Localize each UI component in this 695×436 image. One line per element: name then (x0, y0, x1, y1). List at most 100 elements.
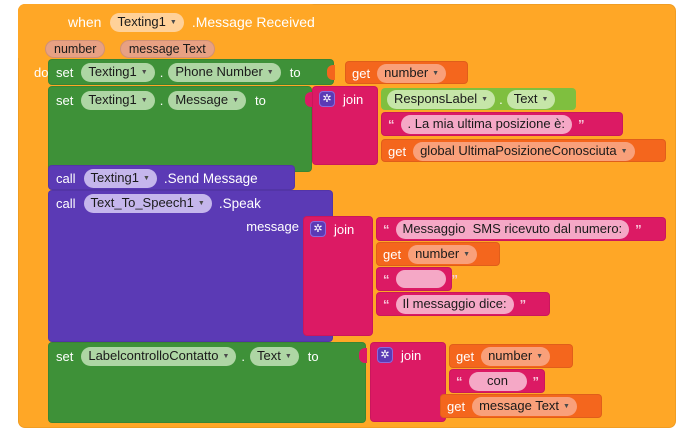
join-block-speak[interactable]: ✲ join (303, 216, 373, 336)
setter-property-name: Text (257, 348, 281, 363)
dot-separator: . (159, 92, 164, 108)
quote-close-icon: ” (451, 271, 459, 287)
mutator-gear-icon[interactable]: ✲ (377, 347, 393, 363)
setter-block-labelcontrollocontatto-text[interactable]: set LabelcontrolloContatto ▼ . Text ▼ to (48, 342, 367, 423)
setter-component-name: LabelcontrolloContatto (88, 348, 219, 363)
text-value-field[interactable]: con (468, 372, 527, 391)
setter-property-dropdown[interactable]: Phone Number ▼ (168, 63, 281, 82)
dot-separator: . (159, 64, 164, 80)
chevron-down-icon: ▼ (232, 97, 240, 105)
call-arg-label-message: message (246, 219, 299, 234)
setter-block-phone-number[interactable]: set Texting1 ▼ . Phone Number ▼ to (48, 59, 335, 85)
value-socket (327, 65, 335, 80)
call-component-name: Text_To_Speech1 (90, 195, 194, 210)
setter-block-message[interactable]: set Texting1 ▼ . Message ▼ to (48, 86, 313, 172)
quote-close-icon: ” (532, 373, 540, 389)
get-variable-name: global UltimaPosizioneConosciuta (420, 143, 617, 158)
text-block-messaggio-sms[interactable]: “ Messaggio SMS ricevuto dal numero: ” (376, 217, 666, 241)
set-keyword: set (56, 92, 74, 108)
mutator-gear-icon[interactable]: ✲ (319, 91, 335, 107)
variable-get-number-3[interactable]: get number ▼ (449, 344, 573, 368)
setter-property-name: Message (175, 92, 229, 107)
when-keyword: when (68, 14, 102, 31)
dot-separator: . (241, 348, 245, 364)
text-block-il-messaggio-dice[interactable]: “ Il messaggio dice: ” (376, 292, 550, 316)
quote-close-icon: ” (519, 296, 527, 312)
quote-open-icon: “ (383, 296, 390, 312)
text-block-posizione[interactable]: “ . La mia ultima posizione è: ” (381, 112, 623, 136)
text-block-con[interactable]: “ con ” (449, 369, 545, 393)
quote-open-icon: “ (388, 116, 395, 132)
dot-separator: . (499, 91, 503, 107)
chevron-down-icon: ▼ (536, 353, 544, 361)
chevron-down-icon: ▼ (142, 175, 150, 183)
component-getter-responslabel-text[interactable]: ResponsLabel ▼ . Text ▼ (381, 88, 576, 110)
get-variable-dropdown[interactable]: number ▼ (377, 64, 447, 83)
quote-close-icon: ” (635, 221, 642, 237)
chevron-down-icon: ▼ (169, 19, 177, 27)
get-variable-dropdown[interactable]: message Text ▼ (472, 397, 577, 416)
chevron-down-icon: ▼ (463, 251, 471, 259)
setter-property-name: Phone Number (175, 64, 263, 79)
join-label: join (401, 347, 422, 363)
event-component-dropdown[interactable]: Texting1 ▼ (110, 13, 184, 32)
event-name-label: .Message Received (191, 14, 315, 31)
event-param-number[interactable]: number (45, 40, 106, 58)
call-keyword: call (56, 195, 76, 211)
setter-component-dropdown[interactable]: Texting1 ▼ (81, 63, 155, 82)
get-variable-name: number (415, 246, 460, 261)
call-component-dropdown[interactable]: Text_To_Speech1 ▼ (83, 194, 212, 213)
setter-property-dropdown[interactable]: Text ▼ (250, 347, 299, 366)
text-value-field[interactable] (395, 270, 446, 288)
join-label: join (334, 221, 355, 237)
setter-component-name: Texting1 (88, 64, 137, 79)
call-component-dropdown[interactable]: Texting1 ▼ (83, 169, 157, 188)
get-variable-dropdown[interactable]: number ▼ (481, 347, 551, 366)
to-label: to (255, 92, 266, 108)
component-dropdown[interactable]: ResponsLabel ▼ (387, 90, 496, 109)
event-component-name: Texting1 (117, 14, 166, 29)
call-block-send-message[interactable]: call Texting1 ▼ .Send Message (48, 165, 295, 190)
text-value-field[interactable]: Il messaggio dice: (395, 295, 514, 314)
chevron-down-icon: ▼ (197, 200, 205, 208)
quote-open-icon: “ (383, 271, 390, 287)
chevron-down-icon: ▼ (541, 96, 549, 104)
join-block-message[interactable]: ✲ join (312, 86, 378, 165)
variable-get-number-1[interactable]: get number ▼ (345, 61, 468, 84)
variable-get-global-ultimaposizione[interactable]: get global UltimaPosizioneConosciuta ▼ (381, 139, 666, 162)
mutator-gear-icon[interactable]: ✲ (310, 221, 326, 237)
get-keyword: get (383, 246, 402, 262)
call-block-speak[interactable]: call Text_To_Speech1 ▼ .Speak message (48, 190, 334, 342)
text-value-field[interactable]: . La mia ultima posizione è: (400, 115, 573, 134)
event-param-message-text[interactable]: message Text (119, 40, 215, 58)
property-name: Text (513, 91, 538, 106)
variable-get-message-text[interactable]: get message Text ▼ (440, 394, 602, 418)
chevron-down-icon: ▼ (284, 353, 292, 361)
setter-property-dropdown[interactable]: Message ▼ (168, 91, 247, 110)
to-label: to (307, 348, 319, 364)
get-variable-name: number (488, 348, 533, 363)
text-block-empty[interactable]: “ ” (376, 267, 458, 291)
property-dropdown[interactable]: Text ▼ (506, 90, 556, 109)
chevron-down-icon: ▼ (222, 353, 230, 361)
chevron-down-icon: ▼ (432, 70, 440, 78)
join-block-label[interactable]: ✲ join (370, 342, 446, 422)
get-variable-dropdown[interactable]: global UltimaPosizioneConosciuta ▼ (413, 142, 635, 161)
call-method-name: .Speak (218, 195, 261, 211)
join-label: join (343, 91, 364, 107)
setter-component-dropdown[interactable]: LabelcontrolloContatto ▼ (81, 347, 237, 366)
call-keyword: call (56, 170, 76, 186)
quote-open-icon: “ (383, 221, 390, 237)
get-keyword: get (352, 65, 371, 81)
get-variable-name: number (384, 65, 429, 80)
event-block-header: when Texting1 ▼ .Message Received (68, 13, 315, 32)
chevron-down-icon: ▼ (481, 96, 489, 104)
get-keyword: get (456, 348, 475, 364)
chevron-down-icon: ▼ (620, 148, 628, 156)
variable-get-number-2[interactable]: get number ▼ (376, 242, 500, 266)
setter-component-dropdown[interactable]: Texting1 ▼ (81, 91, 155, 110)
to-label: to (289, 64, 301, 80)
text-value-field[interactable]: Messaggio SMS ricevuto dal numero: (395, 220, 630, 239)
get-variable-dropdown[interactable]: number ▼ (408, 245, 478, 264)
